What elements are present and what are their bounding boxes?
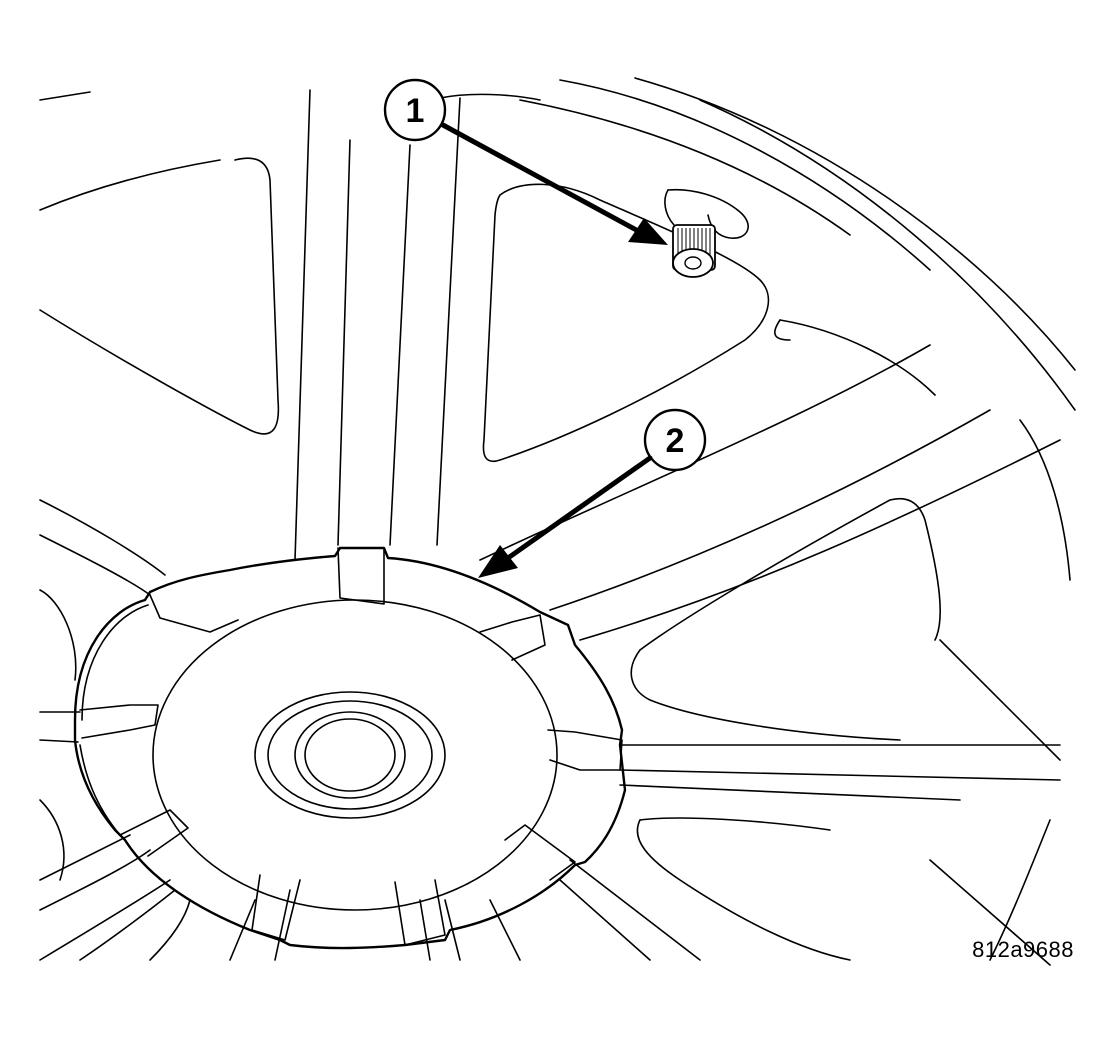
callout-1-label: 1 bbox=[406, 92, 425, 130]
callout-2-label: 2 bbox=[666, 422, 685, 460]
wheel-hub bbox=[73, 546, 627, 950]
callout-1: 1 bbox=[383, 78, 668, 245]
callout-2-arrowhead bbox=[478, 545, 518, 578]
valve-stem bbox=[664, 188, 749, 278]
callout-2: 2 bbox=[478, 408, 707, 578]
figure-id: 812a9688 bbox=[972, 937, 1074, 962]
wheel-spokes bbox=[39, 89, 1071, 966]
callout-1-arrowhead bbox=[628, 218, 668, 245]
wheel-rim bbox=[39, 77, 1076, 411]
